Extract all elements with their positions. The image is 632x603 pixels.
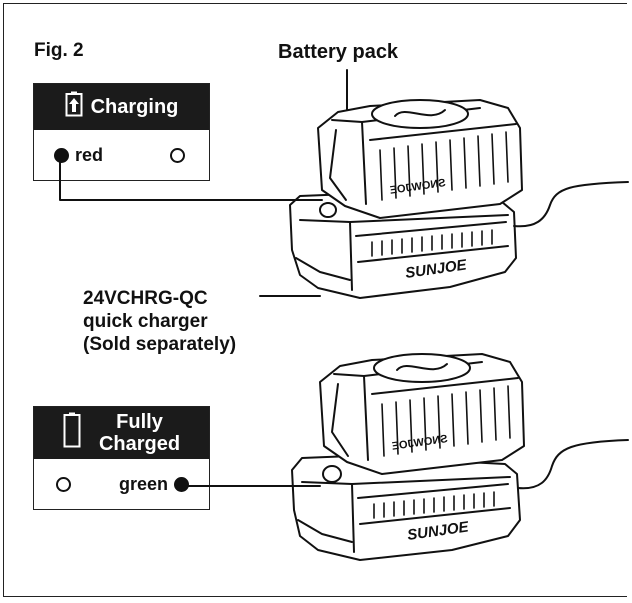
- top-battery-ribs: [379, 131, 509, 201]
- figure-frame: [3, 3, 627, 597]
- bottom-battery-ribs: [381, 385, 511, 457]
- charging-status-panel: Charging red: [33, 83, 210, 181]
- charger-desc-label: quick charger: [83, 311, 208, 332]
- top-battery-group: [317, 99, 523, 219]
- charging-status-title: Charging: [90, 95, 179, 118]
- top-charger-vents: [371, 229, 493, 257]
- bottom-charger-led: [322, 465, 342, 483]
- charging-status-body: red: [34, 130, 209, 180]
- battery-empty-icon: [63, 412, 81, 454]
- fully-charged-title-line1: Fully: [116, 411, 163, 433]
- bottom-power-cord: [517, 439, 629, 490]
- battery-charging-icon: [65, 91, 83, 123]
- figure-label: Fig. 2: [34, 40, 84, 61]
- green-led-label: green: [118, 473, 168, 494]
- bottom-charger-brand: SUNJOE: [406, 518, 470, 544]
- charger-model-label: 24VCHRG-QC: [83, 288, 208, 309]
- bottom-battery-body: [319, 353, 525, 475]
- top-charger-led: [319, 202, 337, 218]
- battery-pack-label: Battery pack: [278, 41, 399, 63]
- fully-charged-title-line2: Charged: [98, 433, 181, 455]
- charger-note-label: (Sold separately): [83, 334, 237, 355]
- top-charger-brand: SUNJOE: [404, 256, 468, 282]
- red-led-leader-line: [59, 158, 323, 201]
- red-led-indicator: [54, 147, 69, 163]
- fully-charged-status-header: Fully Charged: [34, 407, 209, 459]
- green-led-indicator: [174, 476, 189, 492]
- green-led-indicator-off: [170, 147, 185, 163]
- fully-charged-status-body: green: [34, 459, 209, 509]
- charger-label: 24VCHRG-QC quick charger (Sold separatel…: [83, 287, 236, 356]
- bottom-charger-vents: [373, 491, 495, 519]
- charging-status-header: Charging: [34, 84, 209, 130]
- red-led-label: red: [75, 144, 104, 165]
- red-led-indicator-off: [56, 476, 71, 492]
- top-power-cord: [513, 181, 629, 228]
- fully-charged-status-panel: Fully Charged green: [33, 406, 210, 510]
- bottom-battery-group: [319, 353, 525, 475]
